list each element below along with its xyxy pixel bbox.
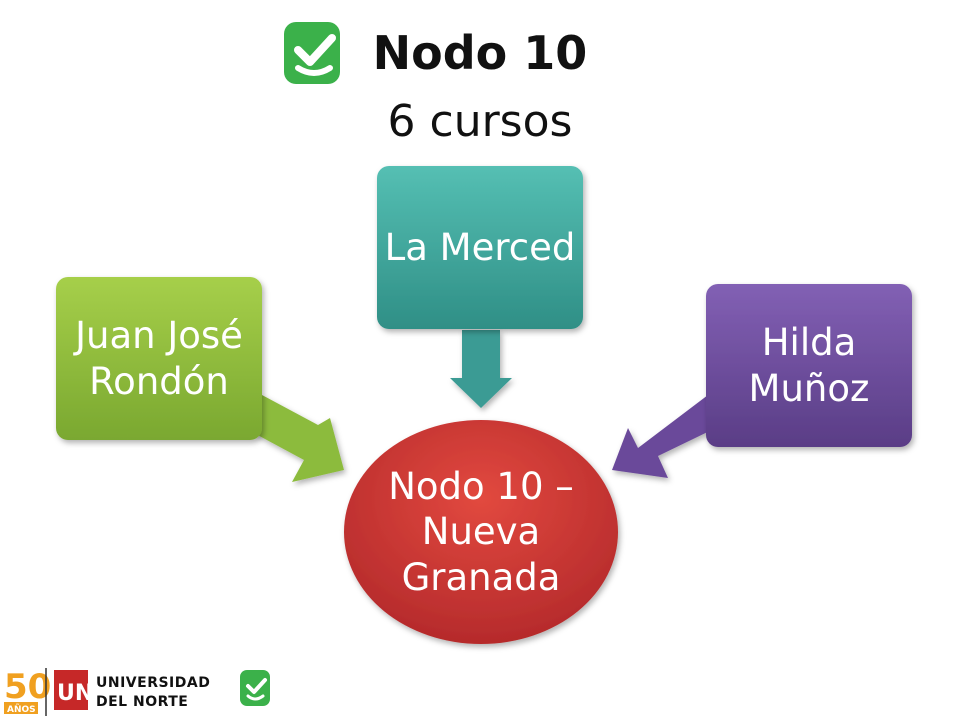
page-subtitle: 6 cursos <box>387 96 573 147</box>
center-node-circle <box>344 420 618 644</box>
node-top-box <box>377 166 583 329</box>
page-title: Nodo 10 <box>372 26 588 80</box>
node-right-label: Hilda Muñoz <box>748 321 870 410</box>
node-left-label: Juan José Rondón <box>75 314 243 403</box>
svg-text:50: 50 <box>4 667 51 707</box>
svg-text:UN: UN <box>57 681 93 706</box>
arrow-right-to-center <box>612 395 720 478</box>
svg-text:AÑOS: AÑOS <box>7 704 36 715</box>
node-right-box <box>706 284 912 447</box>
node-left-box <box>56 277 262 440</box>
universidad-del-norte-logo: UN UNIVERSIDAD DEL NORTE <box>54 670 210 710</box>
arrow-top-to-center <box>450 330 512 408</box>
node-top-label: La Merced <box>384 225 576 269</box>
anniversary-50-logo: 50 AÑOS <box>4 667 51 715</box>
arrow-left-to-center <box>252 395 344 482</box>
brand-check-logo-icon <box>284 22 340 84</box>
center-node-label: Nodo 10 – Nueva Granada <box>388 465 574 599</box>
footer-logos: 50 AÑOS UN UNIVERSIDAD DEL NORTE <box>4 667 270 716</box>
svg-text:UNIVERSIDAD: UNIVERSIDAD <box>96 675 210 691</box>
brand-check-small-icon <box>240 670 270 706</box>
svg-text:DEL NORTE: DEL NORTE <box>96 694 188 710</box>
